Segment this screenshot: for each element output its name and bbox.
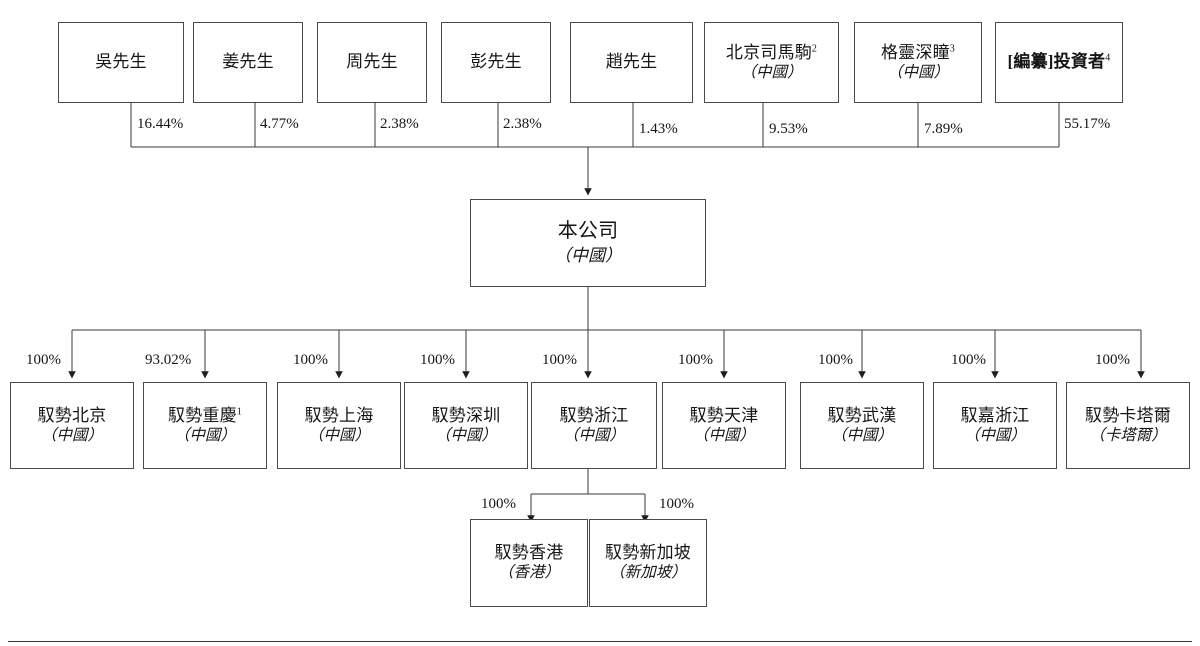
- pct-shareholder-7: 7.89%: [924, 121, 963, 137]
- subsidiary-locale: （中國）: [307, 426, 370, 444]
- pct-shareholder-6: 9.53%: [769, 121, 808, 137]
- pct-subsidiary-6: 100%: [678, 352, 713, 368]
- subsidiary-name: 馭勢浙江: [559, 405, 629, 425]
- pct-subsidiary-7: 100%: [818, 352, 853, 368]
- pct-subsidiary-5: 100%: [542, 352, 577, 368]
- sub-subsidiary-name: 馭勢香港: [494, 543, 564, 563]
- shareholder-name: 北京司馬駒2: [725, 42, 818, 62]
- sub-subsidiary-locale: （新加坡）: [609, 564, 687, 582]
- subsidiary-box-5[interactable]: 馭勢浙江 （中國）: [531, 382, 657, 469]
- shareholder-name: 周先生: [346, 52, 398, 72]
- subsidiary-name: 馭勢北京: [37, 405, 107, 425]
- subsidiary-box-7[interactable]: 馭勢武漢 （中國）: [800, 382, 924, 469]
- shareholder-name: [編纂]投資者4: [1007, 52, 1111, 72]
- subsidiary-name: 馭勢深圳: [431, 405, 501, 425]
- shareholder-name: 格靈深瞳3: [880, 42, 955, 62]
- subsidiary-name: 馭勢天津: [689, 405, 759, 425]
- subsidiary-box-2[interactable]: 馭勢重慶1 （中國）: [143, 382, 267, 469]
- shareholder-box-7[interactable]: 格靈深瞳3 （中國）: [854, 22, 982, 103]
- pct-subsidiary-3: 100%: [293, 352, 328, 368]
- shareholder-name: 趙先生: [605, 52, 658, 72]
- pct-shareholder-4: 2.38%: [503, 116, 542, 132]
- pct-shareholder-3: 2.38%: [380, 116, 419, 132]
- shareholder-box-8[interactable]: [編纂]投資者4: [995, 22, 1123, 103]
- subsidiary-name: 馭嘉浙江: [960, 405, 1030, 425]
- sub-subsidiary-box-2[interactable]: 馭勢新加坡 （新加坡）: [589, 519, 707, 607]
- subsidiary-locale: （中國）: [173, 426, 236, 444]
- sub-subsidiary-locale: （香港）: [497, 564, 560, 582]
- subsidiary-locale: （中國）: [963, 426, 1026, 444]
- shareholder-name: 姜先生: [222, 52, 274, 72]
- subsidiary-box-1[interactable]: 馭勢北京 （中國）: [10, 382, 134, 469]
- shareholder-name: 吳先生: [95, 52, 147, 72]
- subsidiary-box-3[interactable]: 馭勢上海 （中國）: [277, 382, 401, 469]
- pct-subsidiary-8: 100%: [951, 352, 986, 368]
- pct-subsidiary-4: 100%: [420, 352, 455, 368]
- pct-subsidiary-2: 93.02%: [145, 352, 192, 368]
- subsidiary-box-8[interactable]: 馭嘉浙江 （中國）: [933, 382, 1057, 469]
- shareholder-name: 彭先生: [470, 52, 522, 72]
- pct-shareholder-1: 16.44%: [137, 116, 184, 132]
- subsidiary-locale: （中國）: [830, 426, 893, 444]
- subsidiary-locale: （中國）: [692, 426, 755, 444]
- sub-subsidiary-name: 馭勢新加坡: [605, 543, 691, 563]
- subsidiary-name: 馭勢武漢: [827, 405, 897, 425]
- pct-subsidiary-9: 100%: [1095, 352, 1130, 368]
- pct-sub-subsidiary-2: 100%: [659, 496, 694, 512]
- shareholder-locale: （中國）: [740, 63, 803, 81]
- shareholder-box-1[interactable]: 吳先生: [58, 22, 184, 103]
- company-box[interactable]: 本公司 （中國）: [470, 199, 706, 287]
- footer-rule: [8, 641, 1192, 642]
- pct-shareholder-8: 55.17%: [1064, 116, 1111, 132]
- shareholder-locale: （中國）: [886, 63, 949, 81]
- shareholder-box-2[interactable]: 姜先生: [193, 22, 303, 103]
- pct-shareholder-2: 4.77%: [260, 116, 299, 132]
- subsidiary-locale: （中國）: [562, 426, 625, 444]
- subsidiary-box-4[interactable]: 馭勢深圳 （中國）: [404, 382, 528, 469]
- pct-subsidiary-1: 100%: [26, 352, 61, 368]
- shareholder-box-6[interactable]: 北京司馬駒2 （中國）: [704, 22, 839, 103]
- subsidiary-box-9[interactable]: 馭勢卡塔爾 （卡塔爾）: [1066, 382, 1190, 469]
- subsidiary-box-6[interactable]: 馭勢天津 （中國）: [662, 382, 786, 469]
- pct-sub-subsidiary-1: 100%: [481, 496, 516, 512]
- sub-subsidiary-box-1[interactable]: 馭勢香港 （香港）: [470, 519, 588, 607]
- subsidiary-locale: （中國）: [40, 426, 103, 444]
- subsidiary-locale: （卡塔爾）: [1089, 426, 1167, 444]
- company-locale: （中國）: [554, 245, 622, 265]
- company-name: 本公司: [557, 220, 619, 243]
- subsidiary-name: 馭勢重慶1: [167, 405, 242, 425]
- pct-shareholder-5: 1.43%: [639, 121, 678, 137]
- shareholder-box-4[interactable]: 彭先生: [441, 22, 551, 103]
- shareholder-box-3[interactable]: 周先生: [317, 22, 427, 103]
- subsidiary-name: 馭勢卡塔爾: [1085, 405, 1171, 425]
- shareholder-box-5[interactable]: 趙先生: [570, 22, 693, 103]
- subsidiary-locale: （中國）: [434, 426, 497, 444]
- subsidiary-name: 馭勢上海: [304, 405, 374, 425]
